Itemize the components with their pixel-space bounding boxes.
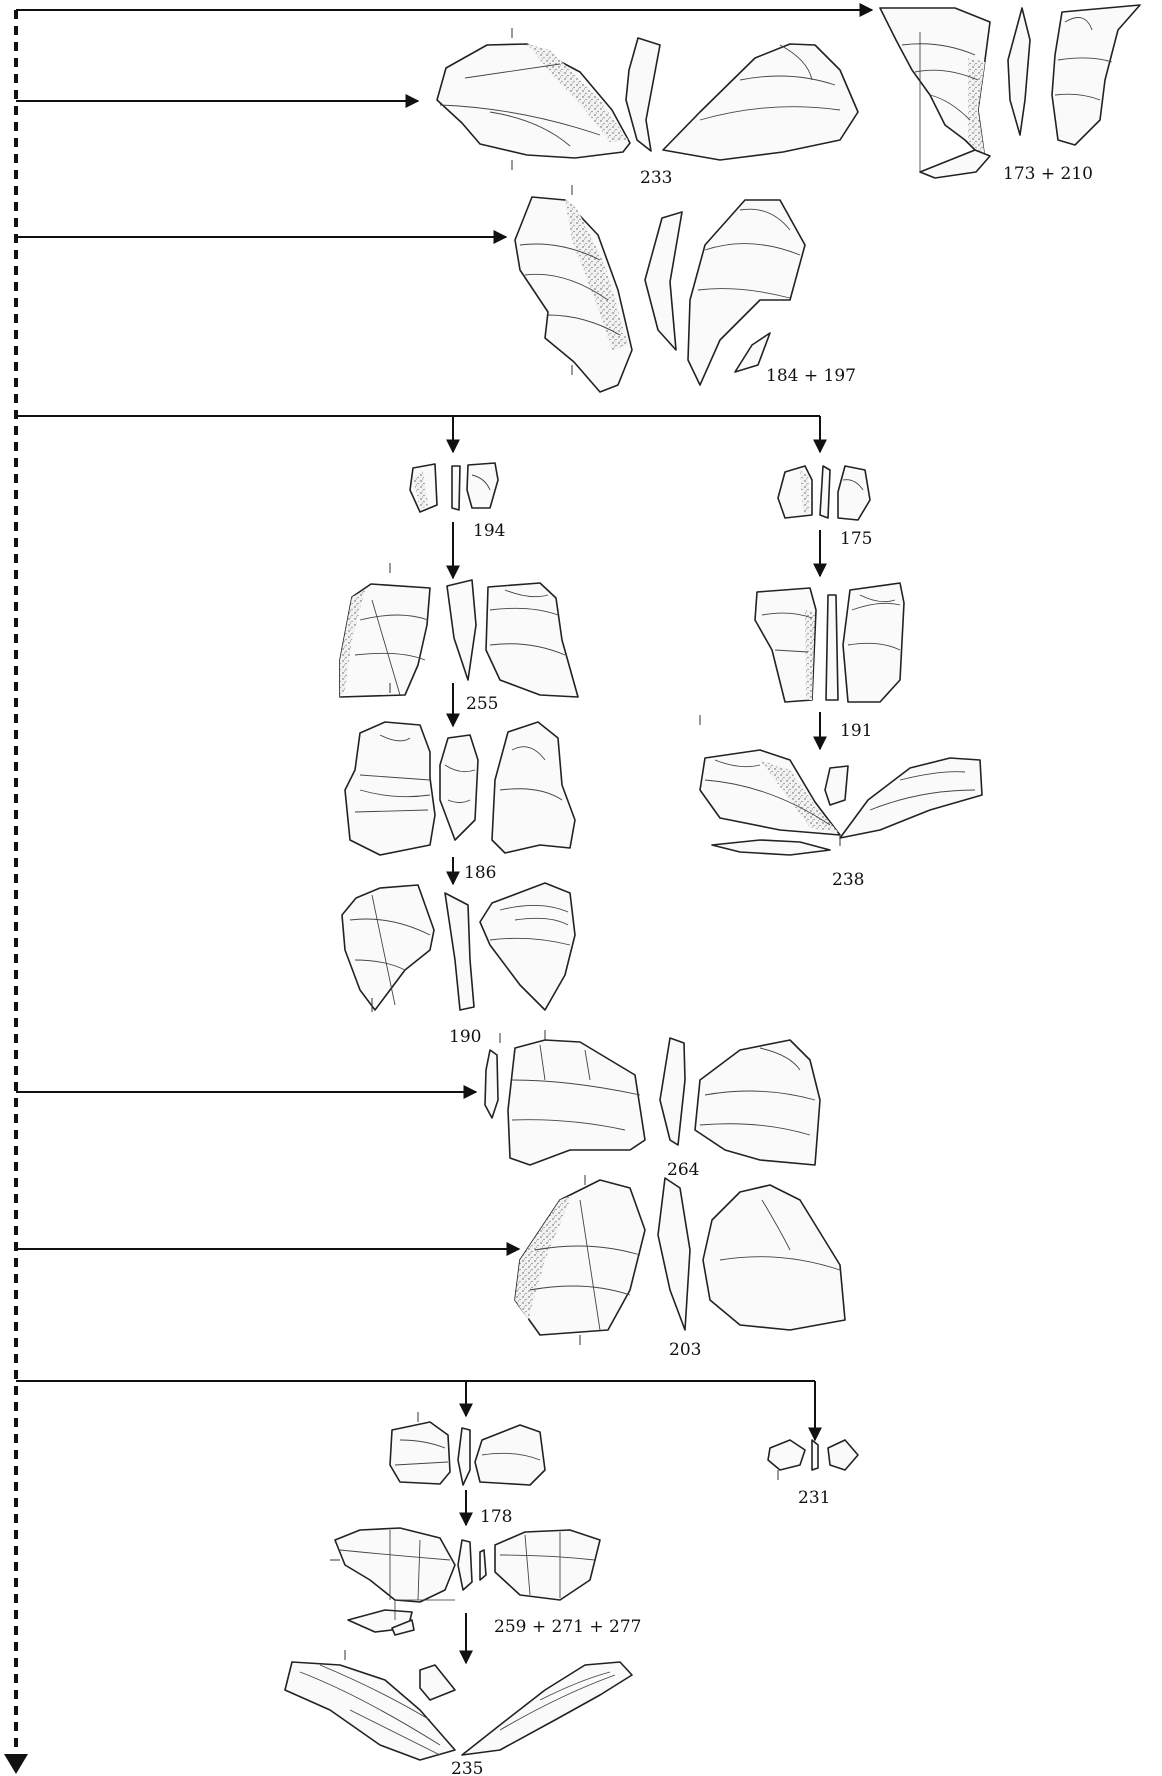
label-191: 191 [840, 721, 872, 741]
label-178: 178 [480, 1507, 512, 1527]
artifact-191 [755, 583, 904, 702]
artifact-175 [778, 466, 870, 520]
label-259-271-277: 259 + 271 + 277 [494, 1617, 641, 1637]
main-sequence-arrowhead [4, 1754, 28, 1774]
label-190: 190 [449, 1027, 481, 1047]
artifact-203 [515, 1178, 845, 1335]
label-186: 186 [464, 863, 496, 883]
label-264: 264 [667, 1160, 699, 1180]
label-238: 238 [832, 870, 864, 890]
label-184-197: 184 + 197 [766, 366, 856, 386]
label-233: 233 [640, 168, 672, 188]
artifact-184-197 [515, 197, 805, 392]
label-203: 203 [669, 1340, 701, 1360]
artifact-194 [410, 463, 498, 512]
artifact-264 [485, 1038, 820, 1165]
artifact-178 [390, 1422, 545, 1485]
label-173-210: 173 + 210 [1003, 164, 1093, 184]
artifact-238 [700, 750, 982, 855]
artifact-235 [285, 1662, 632, 1760]
artifact-231 [768, 1440, 858, 1470]
label-231: 231 [798, 1488, 830, 1508]
artifact-255 [340, 580, 578, 697]
label-255: 255 [466, 694, 498, 714]
artifact-186 [345, 722, 575, 855]
artifact-173-210 [880, 5, 1140, 178]
label-175: 175 [840, 529, 872, 549]
artifact-233 [437, 38, 858, 160]
label-194: 194 [473, 521, 505, 541]
artifact-190 [342, 883, 575, 1010]
label-235: 235 [451, 1759, 483, 1776]
